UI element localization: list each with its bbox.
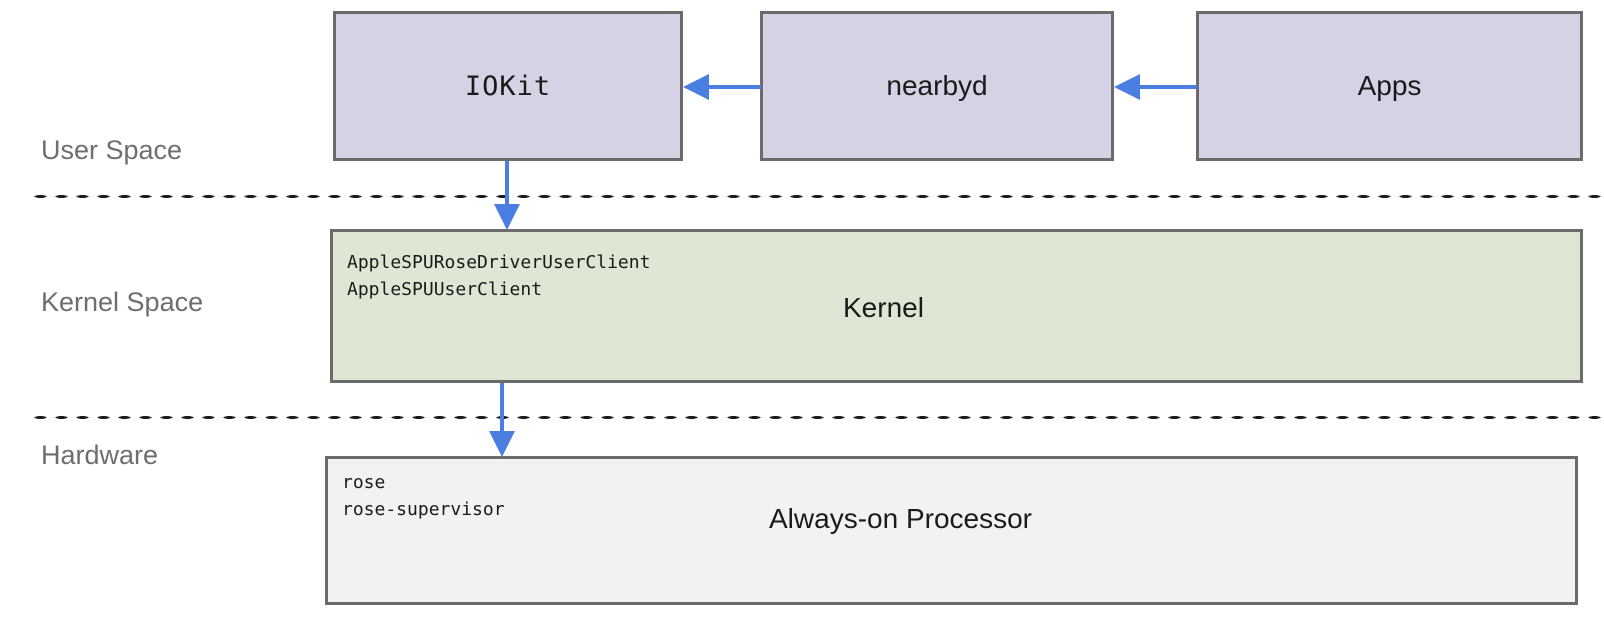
node-kernel[interactable]: AppleSPURoseDriverUserClient AppleSPUUse… [330,229,1583,383]
node-iokit-title: IOKit [464,70,552,102]
boundary-user-kernel-divider [30,194,1604,199]
node-always-on-processor[interactable]: rose rose-supervisor Always-on Processor [325,456,1578,605]
arrow-shaft [707,85,761,89]
boundary-kernel-hardware-divider [30,415,1604,420]
node-always-on-processor-title: Always-on Processor [769,503,1032,534]
arrow-head-left-icon [1114,74,1140,100]
arrow-nearbyd-to-iokit [683,74,761,100]
arrow-shaft [1138,85,1197,89]
arrow-kernel-to-always-on-processor [489,383,515,457]
zone-label-hardware: Hardware [41,440,159,470]
node-nearbyd-title: nearbyd [886,70,988,101]
arrow-shaft [500,383,504,435]
arrow-iokit-to-kernel [494,161,520,230]
zone-label-kernel-space: Kernel Space [41,287,204,317]
arrow-shaft [505,161,509,208]
node-apps[interactable]: Apps [1196,11,1583,161]
arrow-head-left-icon [683,74,709,100]
zone-label-user-space: User Space [41,135,183,165]
arrow-head-down-icon [489,431,515,457]
node-kernel-sublabels: AppleSPURoseDriverUserClient AppleSPUUse… [347,252,651,300]
node-apps-title: Apps [1357,70,1422,101]
node-kernel-title: Kernel [843,292,924,323]
node-always-on-processor-sublabels: rose rose-supervisor [342,472,505,520]
node-nearbyd[interactable]: nearbyd [760,11,1114,161]
arrow-head-down-icon [494,204,520,230]
arrow-apps-to-nearbyd [1114,74,1197,100]
node-iokit[interactable]: IOKit [333,11,683,161]
